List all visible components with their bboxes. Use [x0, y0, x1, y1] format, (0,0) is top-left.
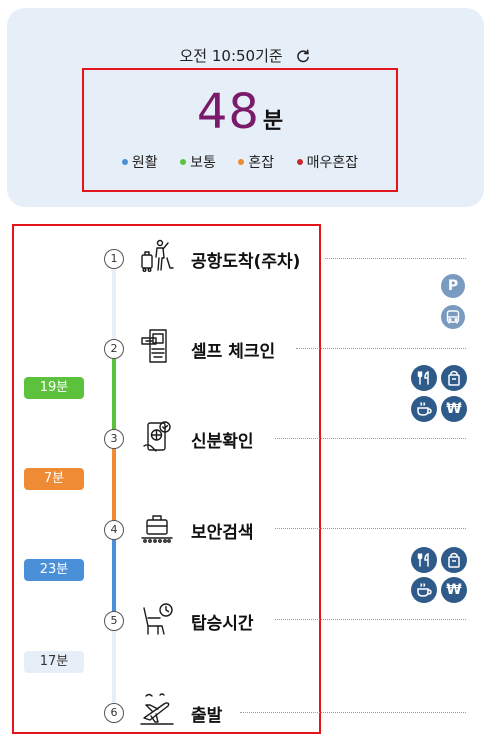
- legend-dot: [296, 159, 303, 165]
- step-number: 6: [104, 703, 124, 723]
- leader-line: [275, 619, 466, 620]
- step-number: 4: [104, 520, 124, 540]
- step-label: 출발: [191, 706, 223, 726]
- cafe-icon[interactable]: [411, 577, 437, 603]
- reference-time-row: 오전 10:50기준: [7, 45, 484, 68]
- leader-line: [275, 528, 466, 529]
- duration-badge: 17분: [24, 651, 84, 673]
- step-number: 3: [104, 429, 124, 449]
- refresh-icon[interactable]: [295, 48, 311, 68]
- legend-item-congested: 혼잡: [238, 152, 274, 172]
- step-label: 탑승시간: [191, 614, 254, 634]
- baggage-scanner-icon: [138, 509, 176, 547]
- duration-badge: 23분: [24, 559, 84, 581]
- legend-item-normal: 보통: [180, 152, 216, 172]
- total-minutes-value: 48: [196, 84, 260, 140]
- reference-time-label: 오전 10:50기준: [179, 47, 283, 65]
- step-number: 1: [104, 249, 124, 269]
- timeline-segment-smooth: [112, 538, 116, 618]
- legend-dot: [121, 159, 128, 165]
- legend-dot: [238, 159, 245, 165]
- leader-line: [240, 712, 466, 713]
- duration-badge: 19분: [24, 377, 84, 399]
- timeline-segment-normal: [112, 358, 116, 438]
- step-label: 보안검색: [191, 523, 254, 543]
- legend-dot: [180, 159, 187, 165]
- self-checkin-kiosk-icon: [138, 327, 176, 365]
- convenience-store-icon[interactable]: [441, 547, 467, 573]
- identity-check-icon: [138, 418, 176, 456]
- restaurant-icon[interactable]: [411, 547, 437, 573]
- step-number: 5: [104, 611, 124, 631]
- process-timeline-highlight-box: [12, 224, 321, 734]
- leader-line: [296, 348, 466, 349]
- legend-item-smooth: 원활: [121, 152, 158, 172]
- timeline-segment: [112, 268, 116, 352]
- currency-exchange-icon[interactable]: ₩: [441, 577, 467, 603]
- cafe-icon[interactable]: [411, 396, 437, 422]
- step-label: 셀프 체크인: [191, 342, 276, 362]
- parking-icon[interactable]: P: [441, 274, 465, 298]
- duration-badge: 7분: [24, 468, 84, 490]
- step-number: 2: [104, 339, 124, 359]
- legend-label: 혼잡: [248, 155, 275, 171]
- convenience-store-icon[interactable]: [441, 365, 467, 391]
- leader-line: [325, 258, 466, 259]
- leader-line: [275, 438, 466, 439]
- traveler-luggage-icon: [138, 238, 176, 276]
- airplane-departure-icon: [138, 690, 176, 728]
- legend-label: 매우혼잡: [306, 155, 359, 171]
- legend-item-very-congested: 매우혼잡: [296, 152, 359, 172]
- seat-clock-icon: [138, 600, 176, 638]
- timeline-segment-congested: [112, 448, 116, 528]
- restaurant-icon[interactable]: [411, 365, 437, 391]
- step-label: 공항도착(주차): [191, 252, 301, 272]
- step-label: 신분확인: [191, 432, 254, 452]
- timeline-segment: [112, 628, 116, 708]
- bus-icon[interactable]: [441, 305, 465, 329]
- legend-label: 보통: [190, 155, 216, 171]
- congestion-legend: 원활 보통 혼잡 매우혼잡: [84, 152, 396, 172]
- total-minutes-unit: 분: [262, 109, 284, 134]
- currency-exchange-icon[interactable]: ₩: [441, 396, 467, 422]
- legend-label: 원활: [131, 155, 158, 171]
